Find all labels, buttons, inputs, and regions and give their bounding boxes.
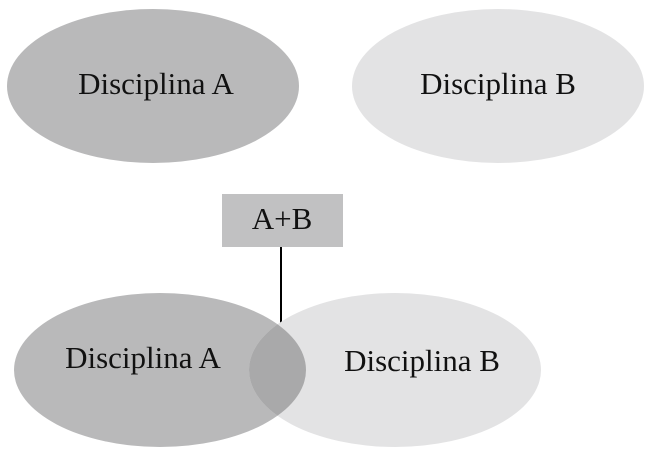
top-discipline-b: Disciplina B [352,9,644,163]
bottom-discipline-b-shape [249,293,541,447]
bottom-discipline-a-label: Disciplina A [65,340,221,375]
top-discipline-b-label: Disciplina B [420,66,576,101]
bottom-overlap-group: Disciplina A Disciplina B [14,293,541,447]
combined-label: A+B [252,201,313,236]
top-discipline-b-shape [352,9,644,163]
bottom-discipline-b-label: Disciplina B [344,343,500,378]
combined-box [222,194,343,247]
bottom-discipline-a-shape [14,293,306,447]
top-discipline-a-label: Disciplina A [78,66,234,101]
top-discipline-a: Disciplina A [7,9,299,163]
combined-connector: A+B [222,194,343,330]
top-discipline-a-shape [7,9,299,163]
